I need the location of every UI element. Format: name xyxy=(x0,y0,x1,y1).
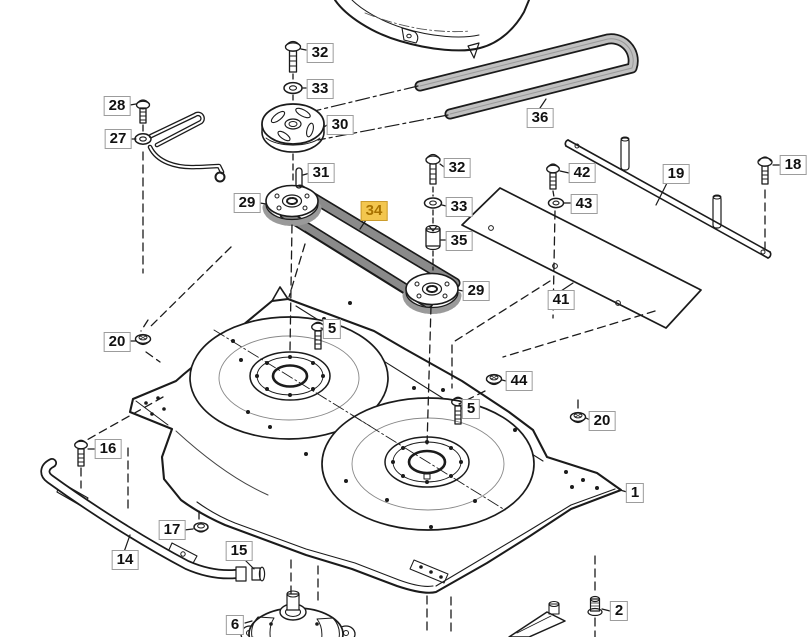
callout-16[interactable]: 16 xyxy=(94,439,122,459)
belt-34-part xyxy=(279,184,461,309)
callout-42[interactable]: 42 xyxy=(568,163,596,183)
screw-42-washer-43-part xyxy=(546,163,565,319)
spacer-35-part xyxy=(425,224,441,271)
callout-44[interactable]: 44 xyxy=(505,371,533,391)
callout-19[interactable]: 19 xyxy=(662,164,690,184)
callout-6[interactable]: 6 xyxy=(225,615,245,635)
callout-2[interactable]: 2 xyxy=(609,601,629,621)
callout-5[interactable]: 5 xyxy=(322,319,342,339)
callout-29[interactable]: 29 xyxy=(233,193,261,213)
cover-part xyxy=(334,0,530,59)
callout-30[interactable]: 30 xyxy=(326,115,354,135)
callout-14[interactable]: 14 xyxy=(111,550,139,570)
callout-35[interactable]: 35 xyxy=(445,231,473,251)
callout-28[interactable]: 28 xyxy=(103,96,131,116)
callout-36[interactable]: 36 xyxy=(526,108,554,128)
callout-15[interactable]: 15 xyxy=(225,541,253,561)
pulley-30-part xyxy=(261,103,325,185)
assembly-dash-left xyxy=(289,224,293,351)
spindle-6-part xyxy=(240,559,356,637)
washer-33-left-part xyxy=(283,81,303,104)
callout-20[interactable]: 20 xyxy=(103,332,131,352)
callout-18[interactable]: 18 xyxy=(779,155,807,175)
washer-33-right-part xyxy=(423,197,443,224)
callout-34-highlighted[interactable]: 34 xyxy=(360,201,388,221)
plate-41-part xyxy=(461,187,702,329)
pin-31-part xyxy=(295,167,303,189)
callout-33[interactable]: 33 xyxy=(306,79,334,99)
pulley-29-left-part xyxy=(262,184,322,226)
callout-5[interactable]: 5 xyxy=(461,399,481,419)
blade-fragment-part xyxy=(508,600,566,637)
nut-20-right-part xyxy=(569,411,587,424)
nut-20-left-part xyxy=(134,333,152,346)
belt-36-part xyxy=(309,33,639,141)
callout-29[interactable]: 29 xyxy=(462,281,490,301)
callout-41[interactable]: 41 xyxy=(547,290,575,310)
deck-housing-part xyxy=(128,286,623,594)
callout-20[interactable]: 20 xyxy=(588,411,616,431)
callout-27[interactable]: 27 xyxy=(104,129,132,149)
callout-31[interactable]: 31 xyxy=(307,163,335,183)
pulley-29-right-part xyxy=(402,272,462,314)
callout-1[interactable]: 1 xyxy=(625,483,645,503)
handle-14-part xyxy=(40,458,266,582)
callout-17[interactable]: 17 xyxy=(158,520,186,540)
assembly-dash-right xyxy=(426,305,432,447)
screw-32-left-part xyxy=(284,40,302,80)
nut-17-part xyxy=(193,522,209,533)
callout-33[interactable]: 33 xyxy=(445,197,473,217)
bolt-2-part xyxy=(587,555,603,637)
callout-43[interactable]: 43 xyxy=(570,194,598,214)
nut-44-part xyxy=(485,373,503,386)
screw-32-right-part xyxy=(425,153,441,197)
callout-32[interactable]: 32 xyxy=(443,158,471,178)
bar-19-part xyxy=(564,136,773,259)
assembly-dashes xyxy=(80,243,656,636)
spring-rod-27-part xyxy=(134,99,226,274)
callout-32[interactable]: 32 xyxy=(306,43,334,63)
screw-16-part xyxy=(74,439,88,467)
